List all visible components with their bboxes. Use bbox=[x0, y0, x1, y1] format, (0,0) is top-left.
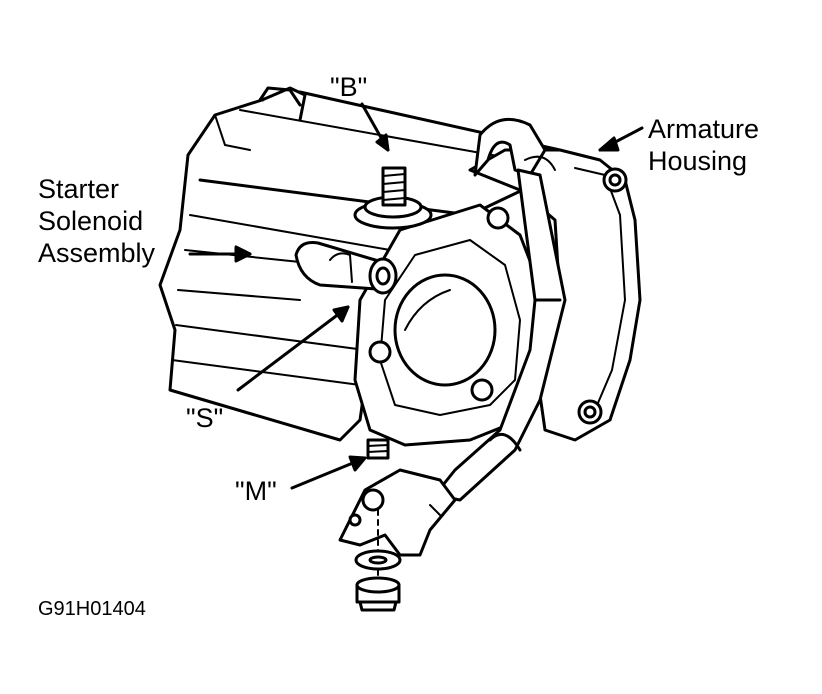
label-solenoid-line1: Starter bbox=[38, 174, 120, 204]
label-solenoid-line2: Solenoid bbox=[38, 206, 144, 236]
m-terminal-bracket bbox=[338, 468, 457, 557]
label-solenoid-line3: Assembly bbox=[38, 238, 156, 268]
label-armature-line1: Armature bbox=[648, 114, 760, 144]
field-strap-cable bbox=[433, 117, 567, 502]
figure-code: G91H01404 bbox=[38, 598, 146, 620]
washers-and-nut bbox=[354, 509, 402, 612]
label-b-terminal: "B" bbox=[330, 72, 368, 102]
m-terminal-stud bbox=[366, 438, 390, 460]
label-s-terminal: "S" bbox=[186, 403, 224, 433]
s-terminal-connector bbox=[294, 241, 398, 295]
label-armature-line2: Housing bbox=[648, 146, 748, 176]
armature-housing bbox=[468, 148, 642, 442]
end-plate bbox=[353, 203, 547, 447]
label-m-terminal: "M" bbox=[235, 476, 277, 506]
leader-lines bbox=[188, 102, 644, 490]
b-terminal-stud bbox=[353, 166, 433, 230]
